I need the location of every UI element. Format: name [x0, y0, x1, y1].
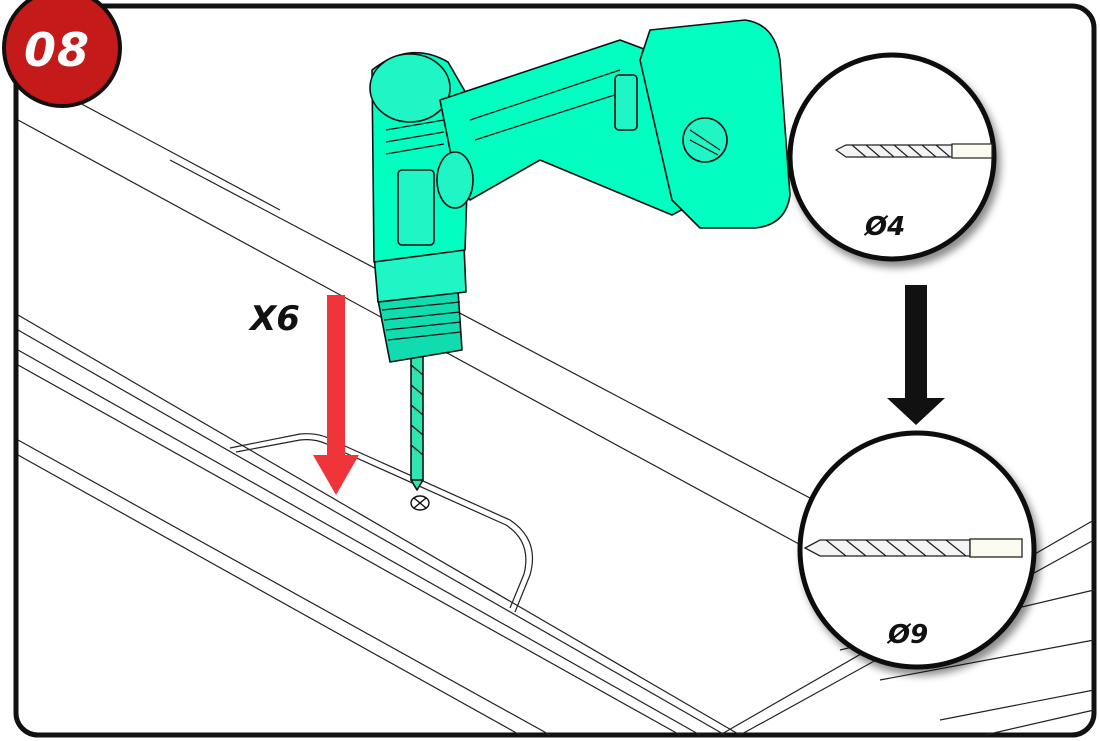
drill-bit-large-icon — [803, 538, 1023, 558]
drill-bit-callout-small: Ø4 — [787, 52, 997, 262]
drill-direction-arrow — [313, 295, 359, 495]
step-number: 08 — [24, 23, 90, 77]
arrow-down-icon — [887, 285, 945, 425]
drill-bit-small-icon — [834, 143, 993, 159]
bit-diameter-large: Ø9 — [886, 620, 928, 650]
bit-diameter-small: Ø4 — [863, 212, 905, 242]
step-badge: 08 — [2, 0, 122, 108]
drill-icon — [369, 19, 791, 491]
quantity-label: X6 — [248, 299, 300, 339]
drill-bit-callout-large: Ø9 — [797, 430, 1037, 670]
hole-marker — [410, 495, 430, 511]
